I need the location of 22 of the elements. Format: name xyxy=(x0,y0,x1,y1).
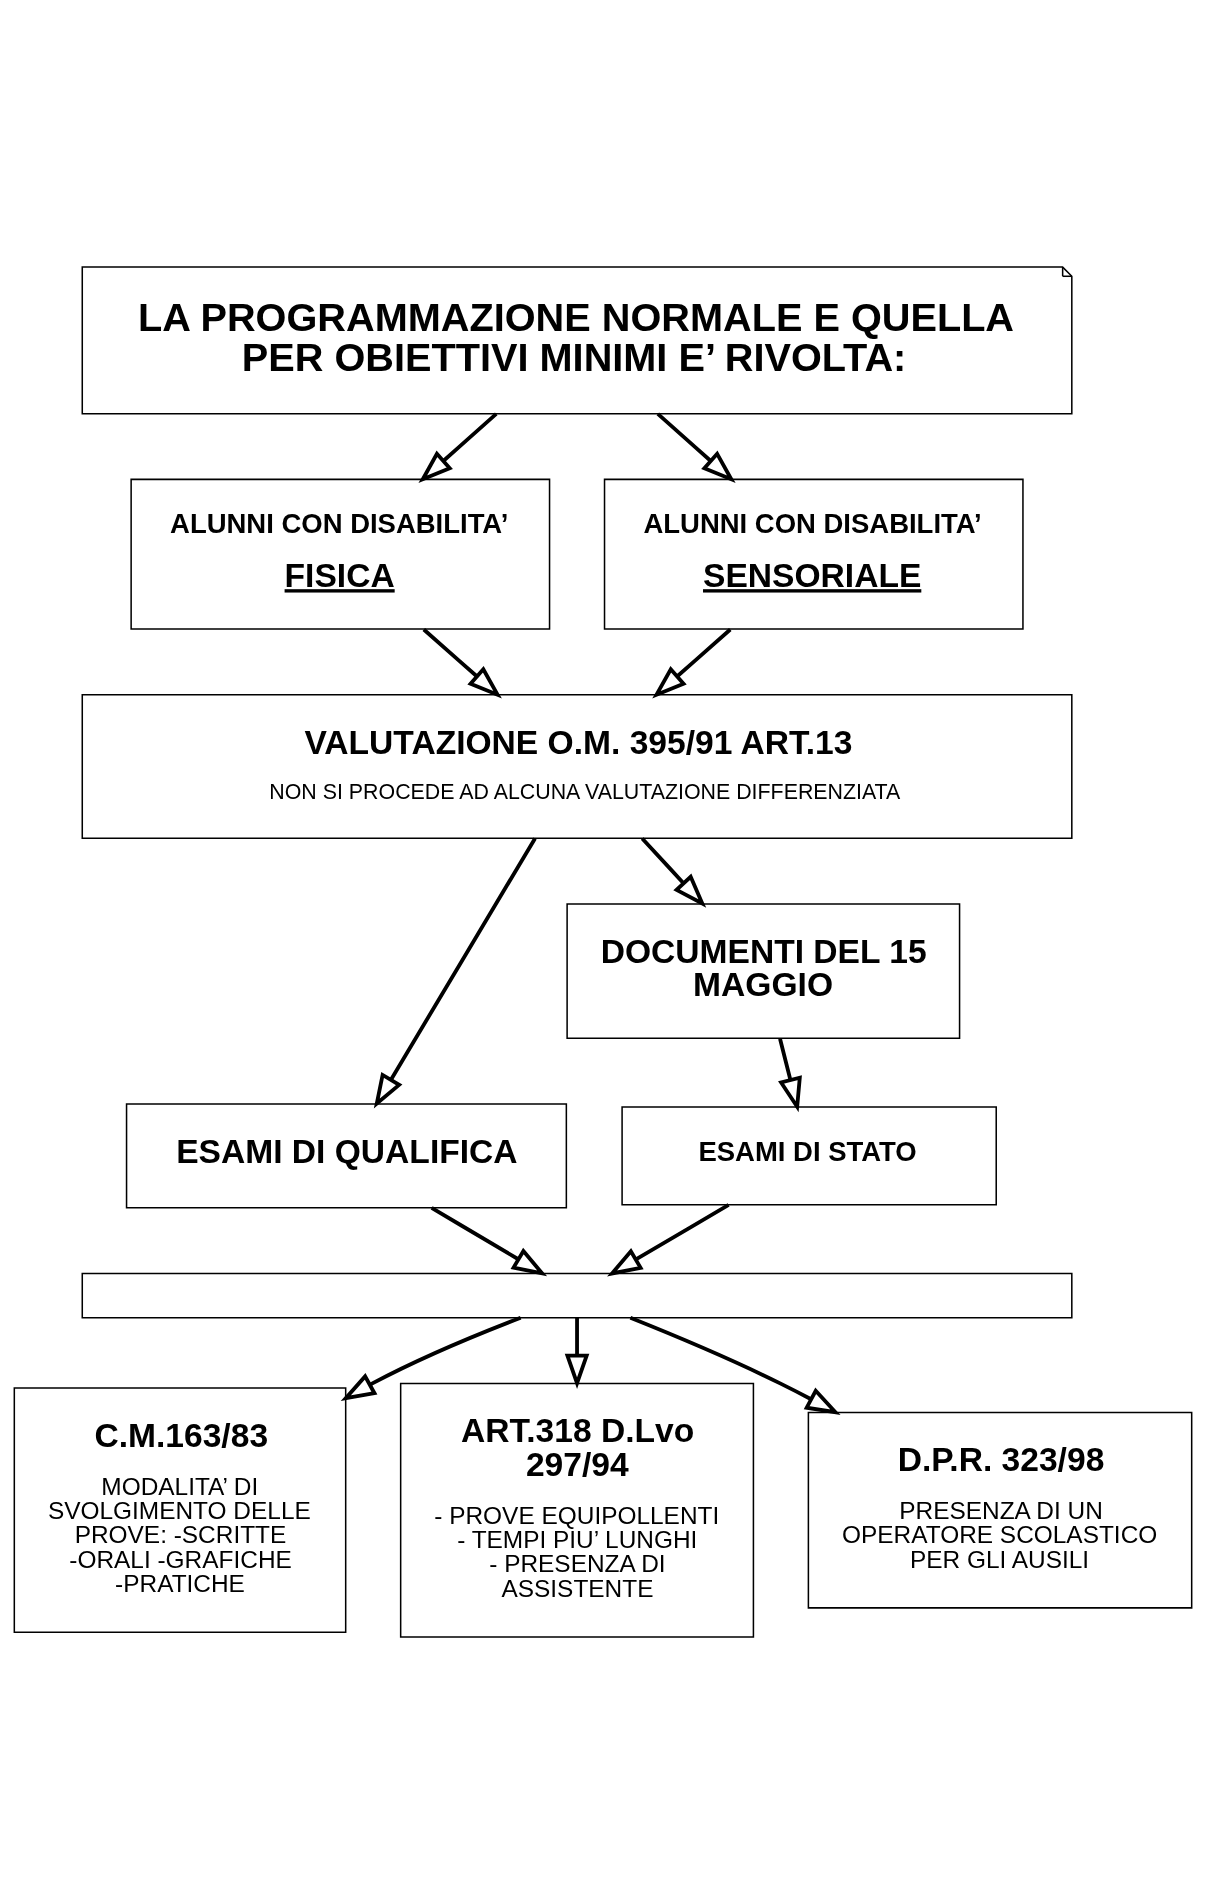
arrow xyxy=(430,1206,548,1277)
arrow xyxy=(629,1316,841,1415)
arrow xyxy=(422,628,502,699)
arrow xyxy=(564,1317,590,1389)
node-bar xyxy=(81,1272,1073,1319)
node-box: ART.318 D.Lvo 297/94 - PROVE EQUIPOLLENTI - TEMPI PIU’ LUNGHI - PRESENZA DI ASSISTENTE xyxy=(399,1382,755,1638)
arrow xyxy=(778,1038,802,1113)
node-box: ESAMI DI QUALIFICA xyxy=(125,1103,568,1209)
node-box: DOCUMENTI DEL 15 MAGGIO xyxy=(566,903,961,1040)
arrow xyxy=(652,628,732,699)
node-box: D.P.R. 323/98 PRESENZA DI UN OPERATORE SCOLASTICO PER GLI AUSILI xyxy=(807,1411,1193,1609)
arrow xyxy=(340,1315,522,1401)
arrow xyxy=(373,837,537,1109)
arrow xyxy=(640,837,707,908)
arrow xyxy=(607,1203,730,1277)
node-box: ESAMI DI STATO xyxy=(621,1106,997,1206)
arrow xyxy=(418,412,498,484)
node-box: ALUNNI CON DISABILITA’ SENSORIALE xyxy=(603,478,1024,630)
node-box: C.M.163/83 MODALITA’ DI SVOLGIMENTO DELLE PROVE: -SCRITTE -ORALI -GRAFICHE -PRATICHE xyxy=(13,1387,347,1634)
node-box: ALUNNI CON DISABILITA’ FISICA xyxy=(130,478,551,630)
arrow xyxy=(656,412,736,484)
node-box: VALUTAZIONE O.M. 395/91 ART.13 NON SI PROCEDE AD ALCUNA VALUTAZIONE DIFFERENZIATA xyxy=(81,693,1073,839)
